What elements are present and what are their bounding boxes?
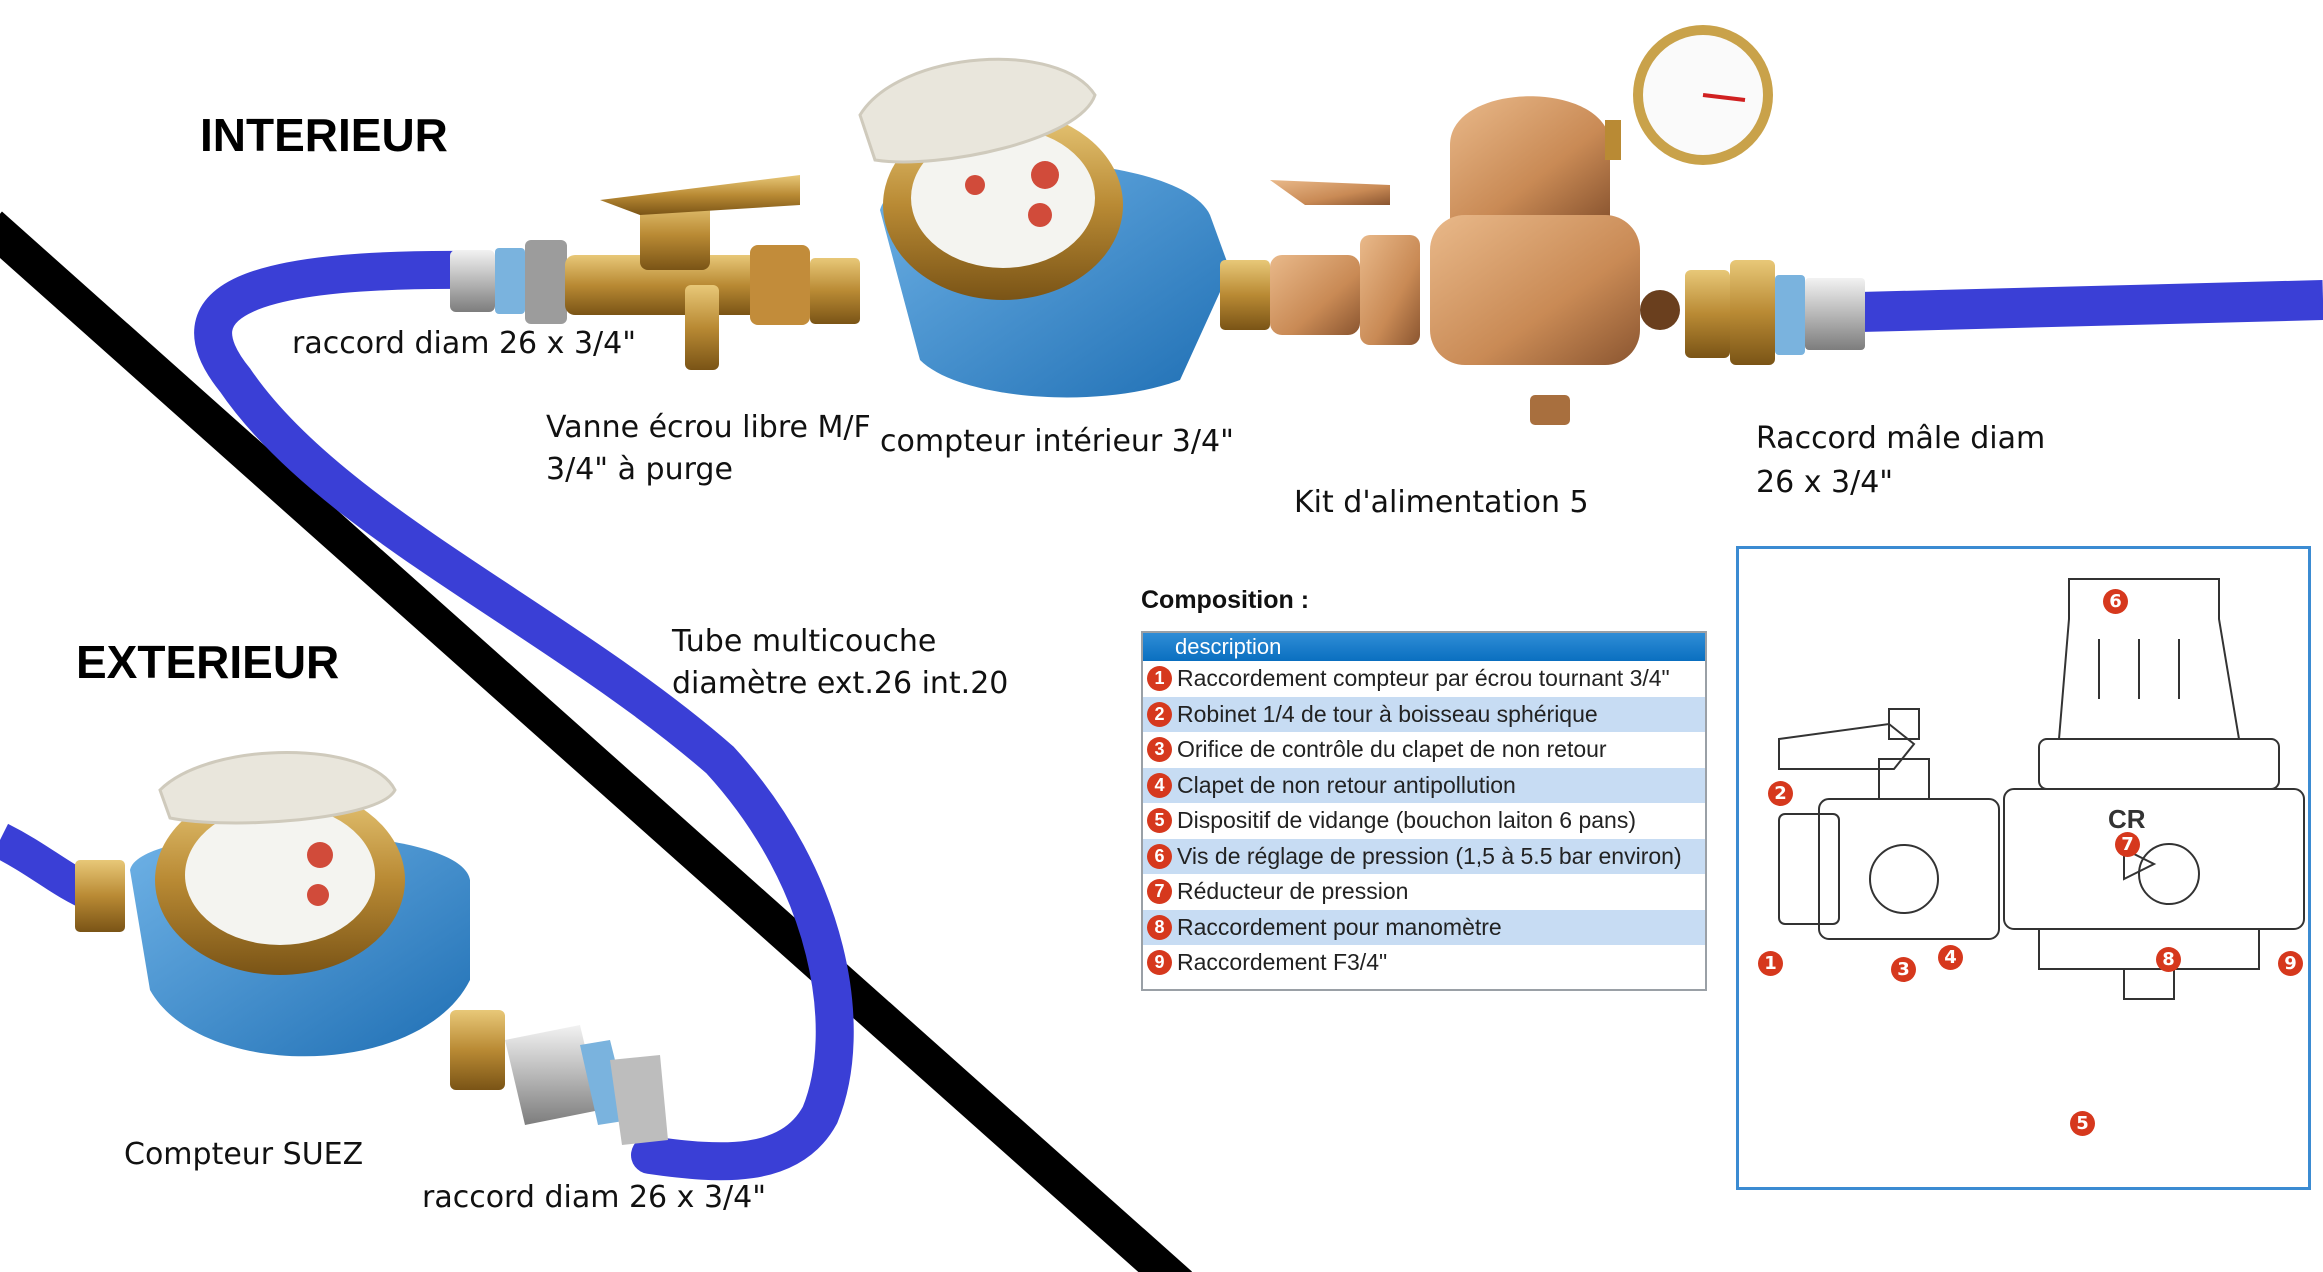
marker-2: 2 [1768, 781, 1793, 806]
tube-right [1859, 280, 2323, 332]
row-text: Raccordement pour manomètre [1177, 913, 1502, 940]
heading-exterieur: EXTERIEUR [76, 636, 340, 688]
row-text: Raccordement F3/4" [1177, 949, 1388, 976]
row-text: Robinet 1/4 de tour à boisseau sphérique [1177, 700, 1598, 727]
raccord-fitting-bottom [505, 1025, 668, 1145]
row-text: Vis de réglage de pression (1,5 à 5.5 ba… [1177, 842, 1682, 869]
meter-interieur-icon [810, 57, 1270, 398]
row-text: Orifice de contrôle du clapet de non ret… [1177, 736, 1607, 763]
label-vanne-line1: Vanne écrou libre M/F [546, 410, 871, 445]
label-vanne-line2: 3/4" à purge [546, 452, 733, 487]
marker-6: 6 [2103, 589, 2128, 614]
row-text: Dispositif de vidange (bouchon laiton 6 … [1177, 807, 1637, 834]
number-badge: 5 [1147, 808, 1172, 834]
meter-suez-icon [75, 751, 505, 1090]
raccord-fitting-top [450, 240, 567, 324]
label-tube-line1: Tube multicouche [672, 624, 937, 659]
label-tube-line2: diamètre ext.26 int.20 [672, 666, 1009, 701]
row-text: Raccordement compteur par écrou tournant… [1177, 665, 1670, 692]
valve-icon [565, 175, 810, 370]
number-badge: 4 [1147, 772, 1172, 798]
row-text: Réducteur de pression [1177, 878, 1409, 905]
raccord-male-fitting [1685, 260, 1865, 365]
pressure-gauge-icon [1605, 25, 1773, 165]
composition-title: Composition : [1141, 586, 1310, 614]
row-text: Clapet de non retour antipollution [1177, 771, 1516, 798]
number-badge: 9 [1147, 950, 1172, 976]
divider-line [0, 211, 1192, 1272]
marker-4: 4 [1938, 945, 1963, 970]
number-badge: 6 [1147, 843, 1172, 869]
marker-7: 7 [2115, 832, 2140, 857]
number-badge: 1 [1147, 666, 1172, 692]
label-raccord-bottom: raccord diam 26 x 3/4" [422, 1180, 767, 1215]
label-compteur-suez: Compteur SUEZ [124, 1137, 364, 1172]
composition-header: description [1143, 633, 1705, 661]
marker-3: 3 [1891, 957, 1916, 982]
label-raccord-male-line2: 26 x 3/4" [1756, 465, 1894, 500]
label-raccord-top: raccord diam 26 x 3/4" [292, 326, 637, 361]
number-badge: 2 [1147, 701, 1172, 727]
technical-diagram: CR 6 2 7 1 3 4 8 9 5 [1736, 546, 2311, 1190]
diagram-drawing [1778, 578, 2305, 1000]
marker-8: 8 [2156, 947, 2181, 972]
label-kit: Kit d'alimentation 5 [1294, 485, 1589, 520]
number-badge: 3 [1147, 737, 1172, 763]
marker-5: 5 [2070, 1111, 2095, 1136]
pressure-reducer-icon [1270, 96, 1680, 425]
heading-interieur: INTERIEUR [200, 109, 448, 161]
number-badge: 8 [1147, 914, 1172, 940]
diagram-logo: CR [2108, 804, 2146, 834]
tube-left-loop [194, 250, 854, 1181]
marker-9: 9 [2278, 951, 2303, 976]
label-compteur-interieur: compteur intérieur 3/4" [880, 424, 1234, 459]
marker-1: 1 [1758, 951, 1783, 976]
label-raccord-male-line1: Raccord mâle diam [1756, 421, 2046, 456]
number-badge: 7 [1147, 879, 1172, 905]
